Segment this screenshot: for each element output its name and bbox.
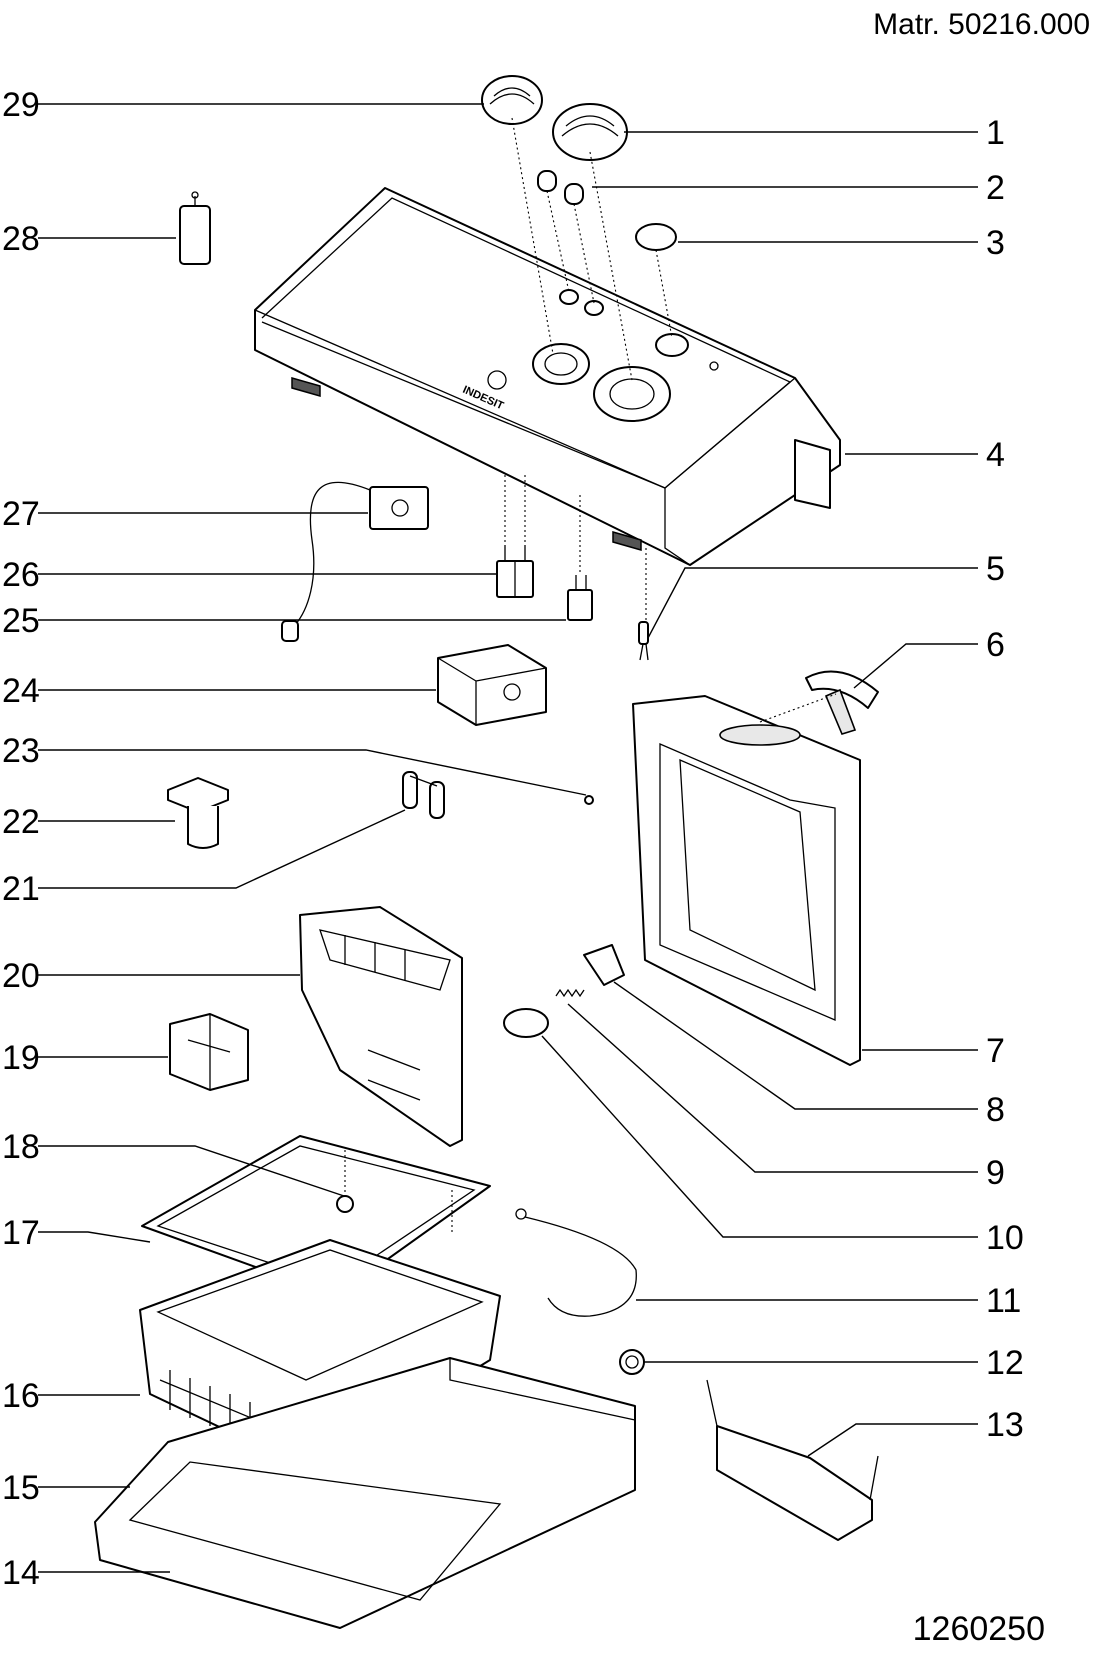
part-16-tub-top bbox=[139, 1239, 501, 1471]
part-26-double-switch bbox=[496, 545, 534, 598]
callout-14: 14 bbox=[2, 1554, 40, 1592]
leader-lines bbox=[38, 103, 978, 1573]
callout-27: 27 bbox=[2, 495, 40, 533]
part-8-lid-latch bbox=[583, 944, 625, 986]
callout-7: 7 bbox=[986, 1032, 1005, 1070]
part-2-push-buttons bbox=[537, 170, 584, 205]
callout-26: 26 bbox=[2, 556, 40, 594]
callout-12: 12 bbox=[986, 1344, 1024, 1382]
callout-6: 6 bbox=[986, 626, 1005, 664]
callout-numbers: 1 2 3 4 5 6 7 8 9 10 11 12 13 14 15 16 1… bbox=[2, 86, 1024, 1592]
callout-13: 13 bbox=[986, 1406, 1024, 1444]
part-19-door-lock bbox=[169, 1013, 249, 1091]
callout-16: 16 bbox=[2, 1377, 40, 1415]
callout-22: 22 bbox=[2, 803, 40, 841]
callout-8: 8 bbox=[986, 1091, 1005, 1129]
part-12-grommet bbox=[619, 1349, 645, 1375]
callout-9: 9 bbox=[986, 1154, 1005, 1192]
callout-10: 10 bbox=[986, 1219, 1024, 1257]
part-4-control-panel: INDESIT bbox=[254, 187, 841, 566]
part-7-lid-frame bbox=[632, 695, 861, 1066]
callout-28: 28 bbox=[2, 220, 40, 258]
part-28-capacitor bbox=[179, 191, 211, 265]
callout-23: 23 bbox=[2, 732, 40, 770]
part-25-single-switch bbox=[567, 575, 593, 621]
part-13-bracket bbox=[706, 1379, 879, 1541]
part-23-screw bbox=[584, 795, 594, 805]
assembly-lines bbox=[344, 117, 837, 1235]
part-29-small-knob bbox=[481, 75, 543, 125]
callout-5: 5 bbox=[986, 550, 1005, 588]
callout-3: 3 bbox=[986, 224, 1005, 262]
part-27-thermostat bbox=[281, 481, 429, 642]
callout-2: 2 bbox=[986, 169, 1005, 207]
drawing-number: 1260250 bbox=[913, 1610, 1045, 1648]
callout-21: 21 bbox=[2, 870, 40, 908]
part-24-timer bbox=[437, 644, 547, 726]
part-6-lid-handle bbox=[805, 670, 879, 735]
callout-19: 19 bbox=[2, 1039, 40, 1077]
callout-17: 17 bbox=[2, 1214, 40, 1252]
part-1-large-knob bbox=[552, 103, 628, 161]
callout-18: 18 bbox=[2, 1128, 40, 1166]
part-22-selector-knob bbox=[167, 777, 229, 849]
callout-25: 25 bbox=[2, 602, 40, 640]
part-21-hinge-pins bbox=[402, 771, 445, 819]
part-18-plug bbox=[336, 1195, 354, 1213]
callout-11: 11 bbox=[986, 1282, 1021, 1320]
callout-1: 1 bbox=[986, 114, 1005, 152]
callout-15: 15 bbox=[2, 1469, 40, 1507]
part-20-detergent-dispenser bbox=[299, 906, 463, 1147]
part-9-spring bbox=[555, 988, 585, 998]
material-code: Matr. 50216.000 bbox=[873, 8, 1090, 41]
part-11-cable bbox=[515, 1208, 637, 1317]
part-5-indicator-lamp bbox=[638, 621, 649, 661]
part-10-cap bbox=[503, 1008, 549, 1038]
callout-24: 24 bbox=[2, 672, 40, 710]
callout-4: 4 bbox=[986, 436, 1005, 474]
callout-29: 29 bbox=[2, 86, 40, 124]
callout-20: 20 bbox=[2, 957, 40, 995]
part-3-indicator-lens bbox=[635, 223, 677, 251]
